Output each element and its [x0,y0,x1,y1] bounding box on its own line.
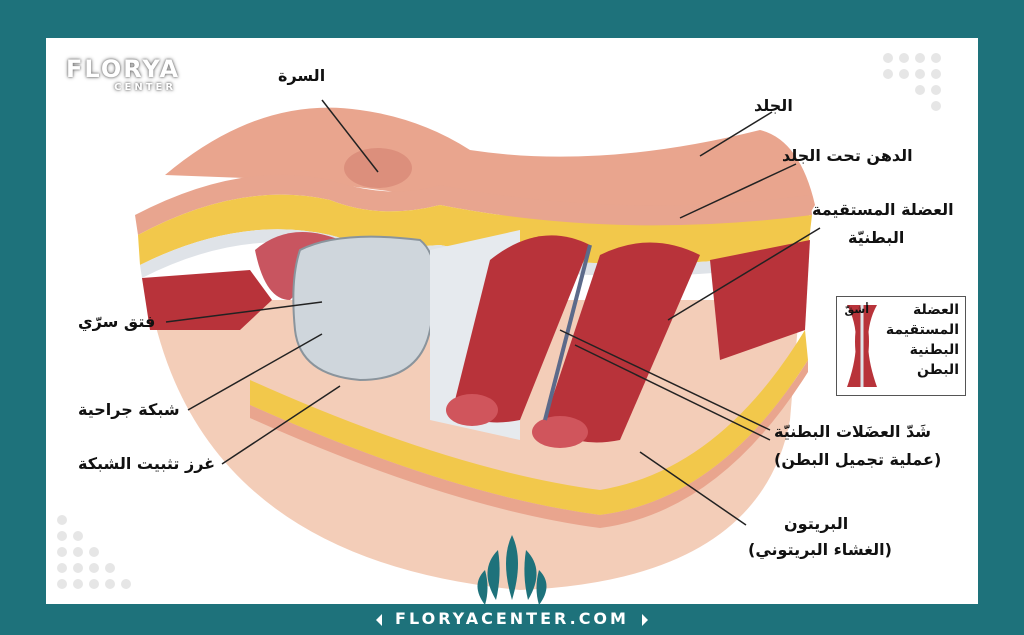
rectus-muscle-right-cut [532,416,588,448]
footer-url: FLORYACENTER.COM [395,609,629,628]
label-rectus-line2: البطنيّة [848,228,905,247]
label-subcutaneous-fat: الدهن تحت الجلد [782,146,913,165]
footer-chevrons [376,614,648,626]
inset-diagram: العضلة المستقيمة البطنية البطن أشقّ [836,296,966,396]
label-skin: الجلد [754,96,793,115]
label-umbilical-hernia: فتق سرّي [78,312,156,331]
label-plication-line2: (عملية تجميل البطن) [774,450,942,469]
label-navel: السرة [278,66,326,85]
left-muscle [142,270,272,330]
rectus-muscle-left-cut [446,394,498,426]
leader-lines [165,99,821,526]
plication-suture [543,244,592,421]
inset-label-line1: العضلة [913,302,959,318]
label-plication-line1: شَدّ العضَلات البطنيّة [774,422,932,441]
decorative-dots-top [883,53,941,111]
inset-label-extra: أشقّ [844,303,869,316]
skin-layer [135,174,812,235]
label-peritoneum-line1: البريتون [784,514,849,533]
decorative-dots-bottom [57,515,131,589]
right-muscle [710,240,810,360]
inset-muscle-icon [847,305,877,387]
logo-sub-text: CENTER [114,82,177,93]
rectus-muscle-left [455,235,590,423]
label-mesh-sutures: غرز تثبيت الشبكة [78,454,216,473]
inset-label-line3: البطنية [909,342,959,358]
logo-main-text: FLORYA [66,55,181,83]
inset-label-line4: البطن [916,362,959,378]
florya-logo: FLORYA CENTER [66,56,180,93]
label-peritoneum-line2: (الغشاء البريتوني) [748,540,892,559]
lower-fat-layer [250,330,808,515]
inset-label-line2: المستقيمة [885,322,959,338]
florya-leaf-logo-icon [477,535,547,605]
label-surgical-mesh: شبكة جراحية [78,400,180,419]
navel-shape [344,148,412,188]
label-rectus-line1: العضلة المستقيمة [812,200,954,219]
surgical-mesh-shape [292,235,437,382]
rectus-muscle-right [545,242,700,443]
